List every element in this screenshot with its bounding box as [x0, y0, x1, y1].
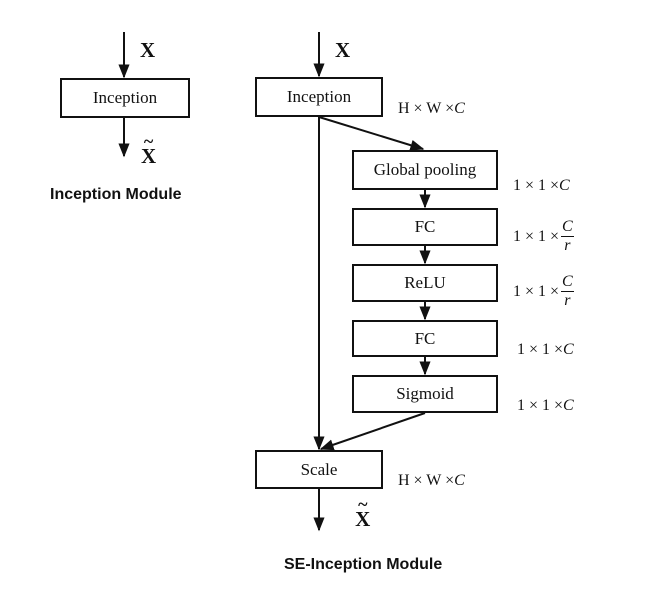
output-x-tilde-left: X	[141, 144, 156, 169]
fc-block-1: FC	[352, 208, 498, 246]
arrow-inception-to-global-pooling	[318, 116, 425, 151]
inception-module-caption: Inception Module	[50, 186, 182, 203]
dim-inception: H × W × C	[398, 100, 465, 117]
output-x-tilde-right: X	[355, 507, 370, 532]
inception-block-left: Inception	[60, 78, 190, 118]
input-x-right: X	[335, 38, 351, 62]
fc-block-2: FC	[352, 320, 498, 357]
sigmoid-block: Sigmoid	[352, 375, 498, 413]
input-x-left: X	[140, 38, 156, 62]
dim-fc-2: 1 × 1 × C	[517, 341, 574, 358]
dim-global-pooling: 1 × 1 × C	[513, 177, 570, 194]
global-pooling-block: Global pooling	[352, 150, 498, 190]
inception-block-right: Inception	[255, 77, 383, 117]
arrow-sigmoid-to-scale	[319, 412, 426, 451]
scale-block: Scale	[255, 450, 383, 489]
se-inception-module-caption: SE-Inception Module	[284, 556, 443, 573]
dim-scale: H × W × C	[398, 472, 465, 489]
relu-block: ReLU	[352, 264, 498, 302]
dim-sigmoid: 1 × 1 × C	[517, 397, 574, 414]
